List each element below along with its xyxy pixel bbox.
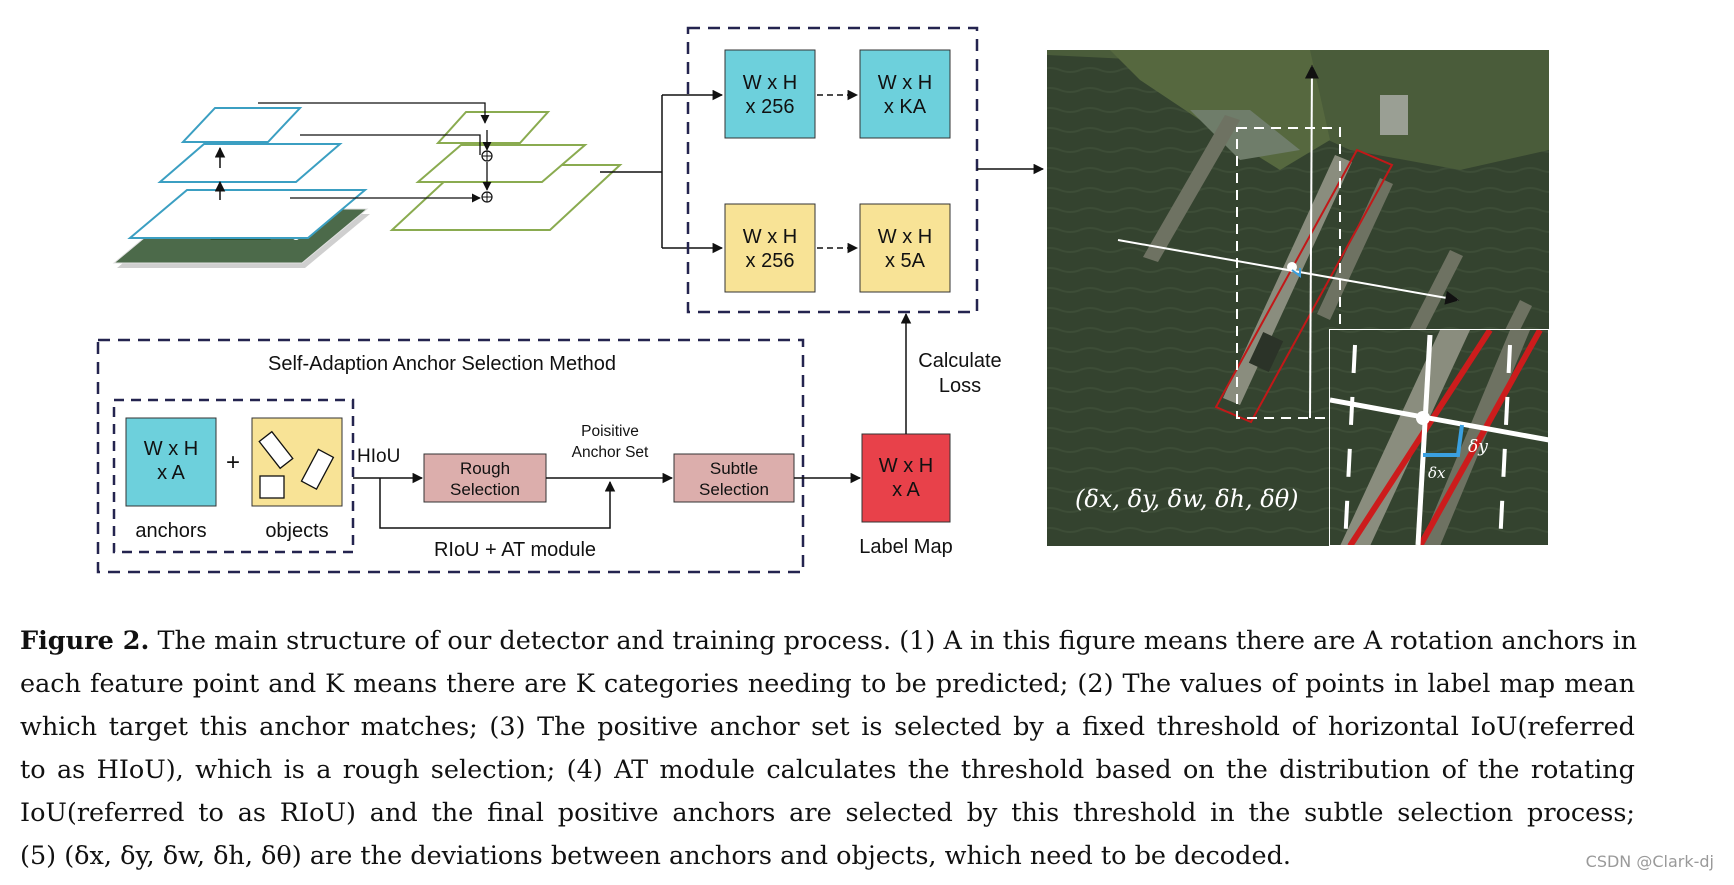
anchors-box-text-2: x A: [157, 462, 185, 484]
method-dashed-frame: [96, 338, 805, 574]
reg-feature-text-2: x 256: [746, 250, 795, 272]
inputs-dashed-frame: [112, 398, 355, 554]
hiou-label: HIoU: [357, 446, 400, 467]
fpn-plane-mid: [157, 143, 343, 183]
object-shape: [258, 430, 294, 470]
subtle-selection-text: Subtle: [710, 459, 758, 478]
subtle-selection-text-2: Selection: [699, 480, 769, 499]
reg-feature-box: [724, 203, 816, 293]
reg-output-text-2: x 5A: [885, 250, 926, 272]
reg-feature-text: W x H: [743, 226, 797, 248]
cls-output-box: [859, 49, 951, 139]
label-map-box: [861, 433, 951, 523]
object-shape: [259, 475, 285, 499]
object-shape: [300, 448, 335, 490]
caption-label: Figure 2.: [20, 626, 150, 656]
deviation-formula: (δx, δy, δw, δh, δθ): [1075, 485, 1299, 513]
caption-line: to as HIoU), which is a rough selection;…: [20, 755, 1635, 785]
heads-dashed-frame: [686, 26, 979, 314]
positive-set-label: Poisitive: [581, 423, 639, 440]
riou-label: RIoU + AT module: [434, 539, 596, 561]
anchors-box: [125, 417, 217, 507]
fpn-out-plane-top: [435, 111, 551, 144]
caption-line: Figure 2. The main structure of our dete…: [20, 626, 1638, 656]
figure-diagram: W x H x 256 W x H x KA W x H x 256 W x H…: [96, 26, 1549, 574]
label-map-label: Label Map: [859, 536, 952, 558]
anchors-label: anchors: [135, 520, 206, 542]
anchor-selection-method: Self-Adaption Anchor Selection Method W …: [96, 338, 862, 574]
fpn-plane-bottom: [127, 189, 368, 239]
reg-output-text: W x H: [878, 226, 932, 248]
label-map-block: W x H x A Label Map Calculate Loss: [859, 312, 1002, 558]
caption-line: (5) (δx, δy, δw, δh, δθ) are the deviati…: [20, 841, 1292, 871]
watermark: CSDN @Clark-dj: [1585, 852, 1714, 871]
inset-dx-label: δx: [1428, 464, 1446, 482]
figure-caption: Figure 2. The main structure of our dete…: [20, 620, 1638, 878]
plus-sign: +: [226, 449, 240, 476]
label-map-box-text-2: x A: [892, 479, 920, 501]
rough-selection-text-2: Selection: [450, 480, 520, 499]
rough-selection-box: [423, 453, 547, 503]
caption-line: which target this anchor matches; (3) Th…: [20, 712, 1635, 742]
method-title: Self-Adaption Anchor Selection Method: [268, 353, 616, 375]
loss-label: Calculate: [918, 350, 1001, 372]
caption-line: each feature point and K means there are…: [20, 669, 1635, 699]
loss-label-2: Loss: [939, 375, 981, 397]
cls-feature-box: [724, 49, 816, 139]
cls-feature-text: W x H: [743, 72, 797, 94]
detection-heads: W x H x 256 W x H x KA W x H x 256 W x H…: [686, 26, 1045, 314]
fpn-plane-top: [180, 107, 303, 143]
fpn-pyramid: [112, 89, 724, 268]
objects-label: objects: [265, 520, 328, 542]
cls-output-text-2: x KA: [884, 96, 927, 118]
rough-selection-text: Rough: [460, 459, 510, 478]
fpn-out-plane-mid: [415, 144, 588, 183]
aerial-image: δy δx (δx, δy, δw, δh, δθ): [1047, 50, 1549, 546]
zoom-inset: δy δx: [1329, 329, 1549, 546]
reg-output-box: [859, 203, 951, 293]
cls-output-text: W x H: [878, 72, 932, 94]
cls-feature-text-2: x 256: [746, 96, 795, 118]
anchors-box-text: W x H: [144, 438, 198, 460]
caption-line: IoU(referred to as RIoU) and the final p…: [20, 798, 1635, 828]
label-map-box-text: W x H: [879, 455, 933, 477]
inset-dy-label: δy: [1468, 437, 1488, 457]
positive-set-label-2: Anchor Set: [572, 444, 649, 461]
